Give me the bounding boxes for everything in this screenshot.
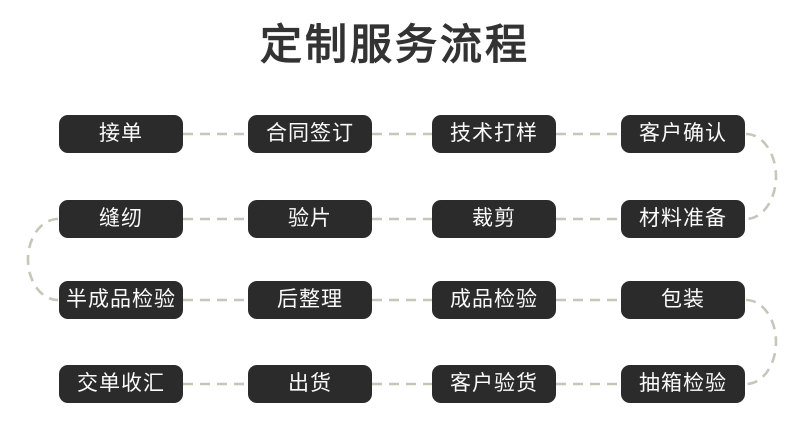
step-technical-sampling: 技术打样 xyxy=(432,115,556,153)
dashed-arc-right-row1-row2 xyxy=(745,132,778,221)
step-cutting: 裁剪 xyxy=(432,200,556,238)
dashed-arc-left-row2-row3 xyxy=(26,217,59,302)
dashed-arc-right-row3-row4 xyxy=(745,298,778,386)
step-random-carton-inspection: 抽箱检验 xyxy=(621,365,745,403)
step-order-receiving: 接单 xyxy=(59,115,183,153)
step-piece-inspection: 验片 xyxy=(248,200,372,238)
step-finishing: 后整理 xyxy=(248,281,372,319)
step-material-preparation: 材料准备 xyxy=(621,200,745,238)
step-documents-and-payment: 交单收汇 xyxy=(59,365,183,403)
page-title: 定制服务流程 xyxy=(259,21,530,68)
dashed-horizontal-connectors xyxy=(183,132,621,386)
step-semifinished-inspection: 半成品检验 xyxy=(59,281,183,319)
step-finished-inspection: 成品检验 xyxy=(432,281,556,319)
step-shipment: 出货 xyxy=(248,365,372,403)
step-packaging: 包装 xyxy=(621,281,745,319)
step-customer-goods-inspection: 客户验货 xyxy=(432,365,556,403)
step-sewing: 缝纫 xyxy=(59,200,183,238)
step-customer-confirmation: 客户确认 xyxy=(621,115,745,153)
step-contract-signing: 合同签订 xyxy=(248,115,372,153)
